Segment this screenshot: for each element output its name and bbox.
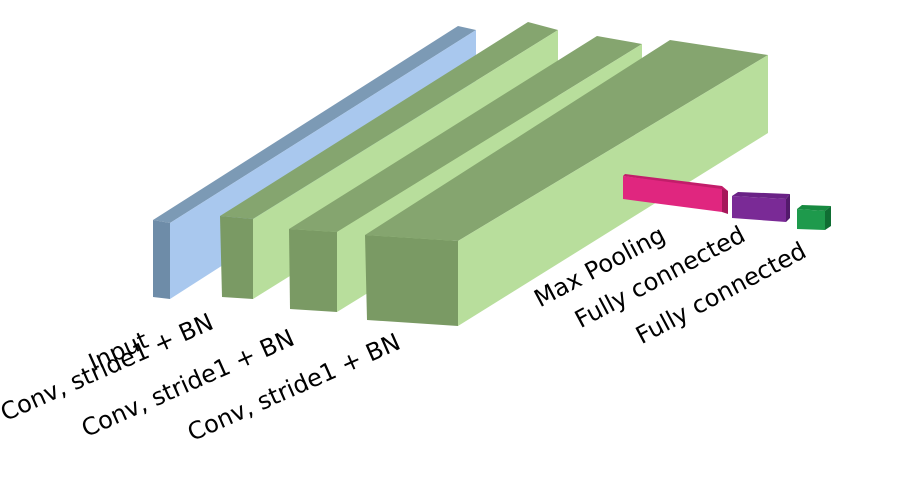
fully-connected-1-block	[732, 192, 790, 222]
fully-connected-1-top-face	[732, 192, 790, 199]
conv-layer-1-front-face	[220, 216, 253, 299]
fully-connected-2-front-face	[797, 209, 825, 230]
max-pooling-block	[623, 174, 728, 214]
conv-layer-3-block	[365, 40, 768, 326]
fully-connected-2-top-face	[797, 205, 831, 211]
fully-connected-1-side-face	[786, 194, 790, 222]
fully-connected-1-front-face	[732, 196, 786, 222]
conv-layer-1-top-face	[220, 22, 558, 219]
input-layer-front-face	[153, 220, 170, 299]
fully-connected-2-side-face	[825, 206, 831, 230]
conv-layer-3-side-face	[458, 55, 768, 326]
input-layer-top-face	[153, 26, 476, 223]
conv-layer-3-front-face	[365, 235, 458, 326]
max-pooling-side-face	[722, 189, 728, 214]
conv-layer-2-top-face	[289, 36, 642, 232]
conv-layer-2-front-face	[289, 229, 337, 312]
max-pooling-front-face	[623, 176, 722, 212]
conv-layer-3-top-face	[365, 40, 768, 241]
fully-connected-2-block	[797, 205, 831, 230]
